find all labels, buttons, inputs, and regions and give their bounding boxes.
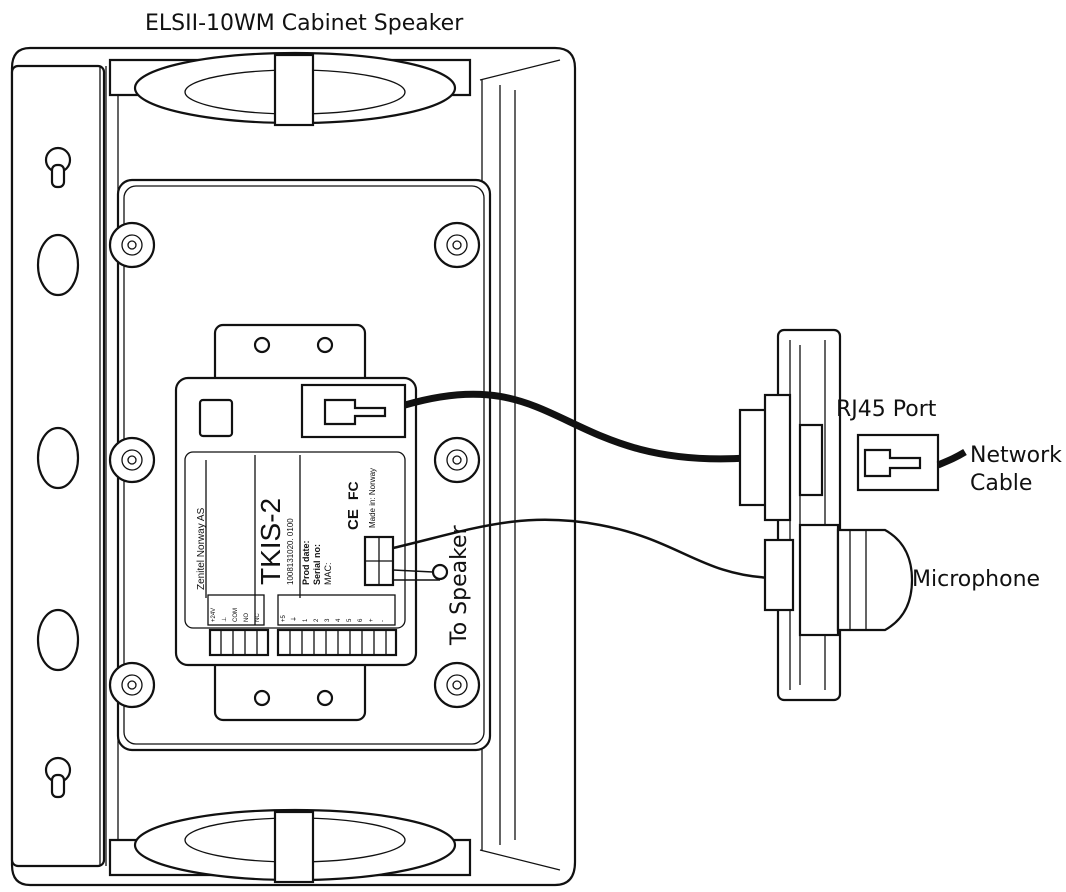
rj45-jack [300,383,407,439]
serial-no-text: Serial no: [312,544,322,585]
prod-date-text: Prod date: [301,540,311,585]
ce-mark: CE [345,509,362,530]
network-cable [936,448,967,469]
rj45-port-label: RJ45 Port [836,397,937,422]
svg-text:-: - [380,620,386,622]
microphone-label: Microphone [912,567,1040,592]
microphone-gland [798,523,840,637]
svg-text:⊥: ⊥ [221,617,228,622]
knockout-hole [36,608,80,672]
manufacturer-text: Zenitel Norway AS [196,507,207,590]
rj45-plug-icon [856,433,940,492]
knockout-hole [36,426,80,490]
network-cable-label-line1: Network [970,443,1062,468]
terminal-block [208,628,398,657]
screw-boss [108,221,481,709]
keyhole-icon [44,146,72,799]
zenitel-logo-icon [198,398,234,438]
network-cable-internal [404,390,749,463]
svg-text:COM: COM [233,608,239,622]
network-cable-label-line2: Cable [970,471,1032,496]
made-in-text: Made in: Norway [368,468,377,528]
mac-text: MAC: [323,563,333,586]
to-speaker-label: To Speaker [447,524,472,646]
svg-text:6: 6 [358,618,364,622]
top-handle [108,51,472,127]
svg-text:2: 2 [314,618,320,622]
svg-text:+24V: +24V [211,608,217,622]
model-text: TKIS-2 [255,498,286,585]
svg-text:4: 4 [336,618,342,622]
knockout-hole [36,233,80,297]
svg-text:+: + [369,618,375,622]
microphone-wire [392,518,773,580]
svg-text:⏚: ⏚ [291,616,298,622]
svg-text:1: 1 [303,618,309,622]
svg-text:NC: NC [255,613,261,622]
svg-text:+5: +5 [281,614,287,622]
microphone-icon [836,528,914,632]
bottom-handle [108,808,472,884]
fc-mark: FC [345,481,361,500]
diagram-title: ELSII-10WM Cabinet Speaker [145,11,464,36]
svg-text:NO: NO [244,613,250,622]
part-number-text: 1008131020. 0100 [286,518,295,585]
svg-text:3: 3 [325,618,331,622]
product-label [184,451,406,629]
wall-plate [738,328,914,702]
speaker-connector [431,563,449,581]
svg-text:5: 5 [347,618,353,622]
tkis-2-module: Zenitel Norway AS TKIS-2 1008131020. 010… [174,323,449,722]
